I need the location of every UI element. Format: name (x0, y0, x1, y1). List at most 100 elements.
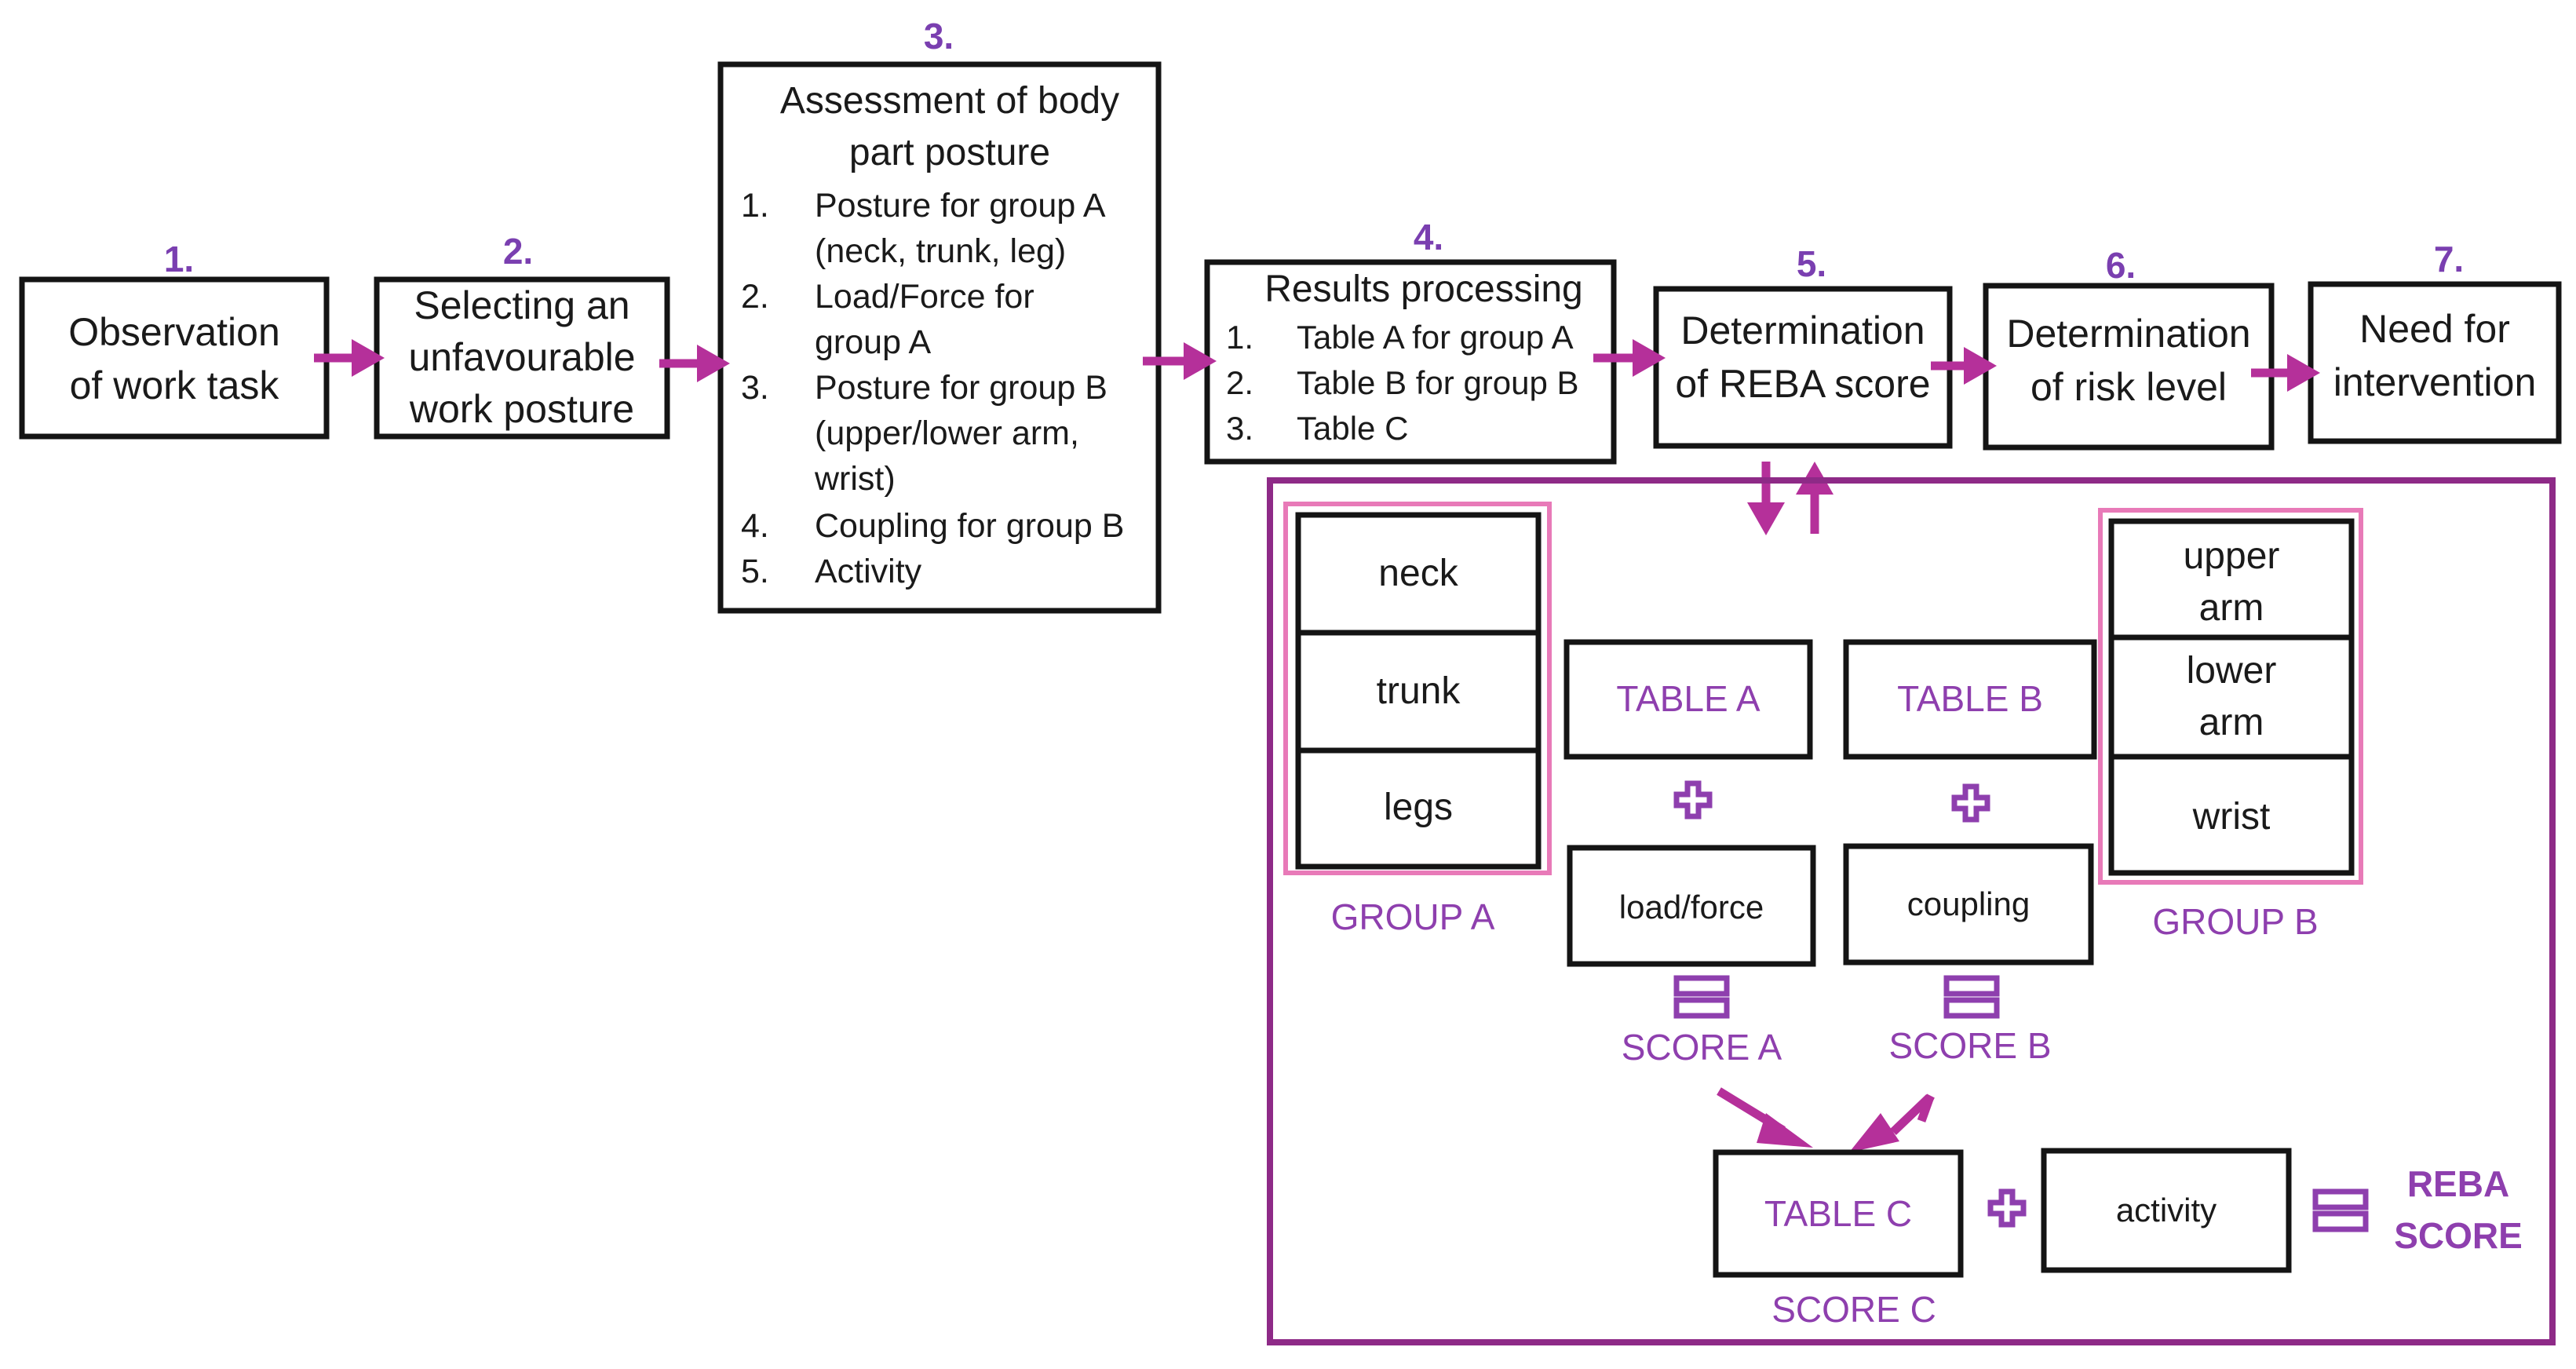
reba-detail-frame (1267, 477, 2556, 1345)
plus-icon-a (1673, 780, 1713, 820)
step-4-number: 4. (1414, 217, 1443, 257)
arrow-2-to-3 (659, 345, 730, 382)
load-force-label: load/force (1619, 889, 1764, 925)
arrow-3-to-4 (1143, 342, 1217, 380)
group-b-frame (2098, 508, 2363, 885)
step-5-number: 5. (1797, 243, 1826, 284)
plus-icon-c (1987, 1188, 2027, 1228)
arrow-1-to-2 (314, 339, 385, 377)
group-a-legs-box (1295, 747, 1542, 870)
step-4-item-1-num: 1. (1226, 319, 1253, 356)
step-3-item-5-line-1: Activity (815, 553, 922, 590)
step-5-line-2: of REBA score (1675, 362, 1930, 406)
step-6-line-2: of risk level (2031, 365, 2227, 409)
score-b-label: SCORE B (1888, 1025, 2051, 1066)
arrow-up-from-detail (1796, 462, 1833, 534)
step-3-item-3-line-2: (upper/lower arm, (815, 414, 1079, 452)
step-1-line-1: Observation (68, 310, 280, 354)
step-3-item-3-line-3: wrist) (814, 460, 896, 498)
arrow-down-into-detail (1747, 462, 1785, 535)
step-3-number: 3. (924, 16, 954, 57)
step-3-title-line-2: part posture (849, 132, 1050, 173)
score-a-label: SCORE A (1622, 1027, 1782, 1068)
step-4-item-1-line-1: Table A for group A (1297, 319, 1574, 356)
table-b-label: TABLE B (1897, 678, 2043, 719)
group-b-wrist: wrist (2192, 796, 2271, 838)
arrow-4-to-5 (1593, 339, 1666, 377)
table-c-box (1713, 1149, 1964, 1278)
activity-label: activity (2116, 1192, 2217, 1228)
step-3-box (717, 61, 1162, 614)
group-a-label: GROUP A (1331, 896, 1495, 937)
step-4-item-3-num: 3. (1226, 410, 1253, 447)
step-6-box (1983, 283, 2275, 451)
plus-icon-b (1951, 783, 1990, 823)
table-c-label: TABLE C (1764, 1193, 1912, 1234)
step-4-title: Results processing (1264, 268, 1583, 310)
step-3-item-2-num: 2. (741, 278, 769, 316)
group-a-neck: neck (1378, 553, 1458, 594)
equals-icon-b (1943, 975, 2000, 1019)
step-6-number: 6. (2106, 245, 2136, 286)
step-4-item-2-num: 2. (1226, 364, 1253, 401)
group-b-lower-arm-line-1: lower (2187, 650, 2277, 692)
group-b-upper-arm-line-2: arm (2199, 587, 2264, 629)
equals-icon-a (1673, 975, 1730, 1019)
group-b-label: GROUP B (2152, 901, 2318, 942)
activity-box (2041, 1148, 2292, 1273)
step-3-item-4-line-1: Coupling for group B (815, 507, 1124, 545)
step-3-item-5-num: 5. (741, 553, 769, 590)
step-7-line-1: Need for (2359, 307, 2510, 351)
load-force-box (1567, 845, 1816, 967)
equals-icon-reba (2312, 1188, 2369, 1232)
step-1-box (19, 276, 330, 440)
step-1-line-2: of work task (70, 363, 280, 407)
group-b-lower-arm-line-2: arm (2199, 702, 2264, 743)
step-5-box (1653, 286, 1953, 449)
step-7-line-2: intervention (2333, 360, 2537, 404)
step-3-item-3-line-1: Posture for group B (815, 369, 1107, 407)
step-3-item-4-num: 4. (741, 507, 769, 545)
group-a-trunk: trunk (1377, 670, 1461, 712)
group-a-legs: legs (1384, 787, 1453, 828)
step-2-number: 2. (503, 231, 533, 272)
reba-score-line-1: REBA (2407, 1163, 2509, 1204)
arrow-6-to-7 (2251, 354, 2320, 392)
score-c-label: SCORE C (1771, 1289, 1936, 1330)
reba-score-line-2: SCORE (2394, 1215, 2523, 1256)
group-a-trunk-box (1295, 630, 1542, 754)
table-b-box (1843, 639, 2097, 760)
step-3-item-1-num: 1. (741, 187, 769, 225)
table-a-label: TABLE A (1616, 678, 1761, 719)
step-7-number: 7. (2434, 239, 2464, 279)
arrow-score-a-to-table-c (1717, 1087, 1813, 1148)
step-3-item-3-num: 3. (741, 369, 769, 407)
step-1-number: 1. (164, 239, 194, 279)
step-4-item-2-line-1: Table B for group B (1297, 364, 1579, 401)
flow-arrows (314, 339, 2320, 535)
table-a-box (1563, 639, 1813, 760)
step-3-item-1-line-1: Posture for group A (815, 187, 1106, 225)
group-b-lower-arm-box (2108, 634, 2355, 760)
step-2-line-1: Selecting an (414, 283, 629, 327)
step-2-line-3: work posture (409, 387, 634, 431)
step-3-item-2-line-1: Load/Force for (815, 278, 1034, 316)
group-b-wrist-box (2108, 754, 2355, 876)
step-3-title-line-1: Assessment of body (780, 80, 1119, 122)
step-7-box (2308, 281, 2562, 444)
step-2-line-2: unfavourable (408, 335, 635, 379)
step-6-line-1: Determination (2006, 312, 2250, 356)
group-a-frame (1283, 502, 1552, 875)
group-b-upper-arm-line-1: upper (2184, 535, 2280, 577)
step-3-item-2-line-2: group A (815, 323, 932, 361)
coupling-box (1843, 843, 2094, 966)
step-4-list: 1. Table A for group A 2. Table B for gr… (1226, 319, 1579, 447)
arrow-score-b-to-table-c (1849, 1093, 1935, 1152)
step-3-item-1-line-2: (neck, trunk, leg) (815, 232, 1066, 270)
coupling-label: coupling (1907, 885, 2030, 922)
step-4-item-3-line-1: Table C (1297, 410, 1408, 447)
arrow-5-to-6 (1931, 347, 1997, 385)
step-4-box (1204, 259, 1617, 465)
